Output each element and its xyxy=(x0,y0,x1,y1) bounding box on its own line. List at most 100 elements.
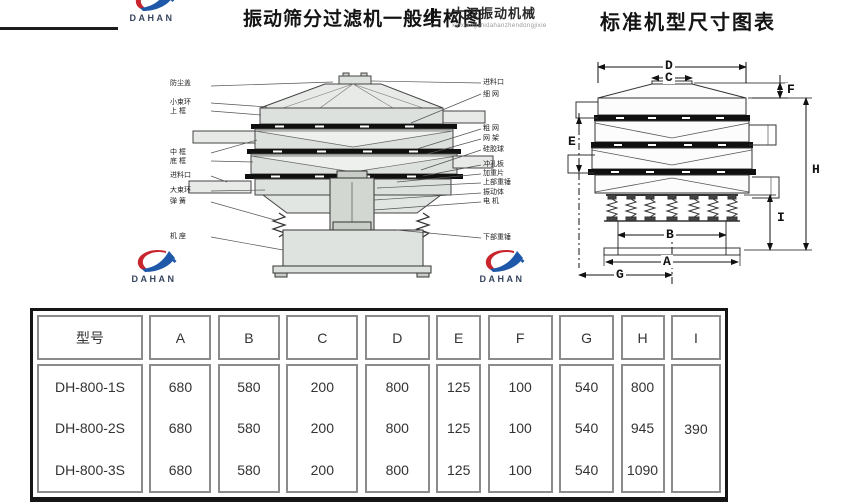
value-cell: 1090 xyxy=(626,462,659,479)
value-cell: 800 xyxy=(385,462,409,479)
dahan-logo-text: DAHAN xyxy=(479,274,525,284)
dahan-logo-bottom-left: DAHAN xyxy=(128,247,180,284)
value-cell: 580 xyxy=(237,378,261,395)
column-header-h: H xyxy=(620,315,665,360)
structure-diagram: 防尘盖 小束环 上 框 中 框 底 框 进料口 大束环 弹 簧 机 座 进料口 … xyxy=(165,70,545,298)
dim-label-a: A xyxy=(661,254,673,269)
dahan-logo-icon xyxy=(135,0,175,11)
dim-label-i: I xyxy=(775,210,787,225)
part-label-dust-cover: 防尘盖 xyxy=(170,80,191,87)
column-body-i: 390 xyxy=(670,364,721,493)
column-body-e: 125 125 125 xyxy=(436,364,482,493)
value-cell: 540 xyxy=(574,378,599,395)
value-cell: 100 xyxy=(508,420,532,437)
column-header-f: F xyxy=(487,315,553,360)
leader-lines-left xyxy=(210,81,334,251)
table-column-f: F 100 100 100 xyxy=(487,315,553,493)
table-column-c: C 200 200 200 xyxy=(286,315,359,493)
value-cell: 945 xyxy=(630,420,655,437)
part-label-bottom-frame: 底 框 xyxy=(170,158,186,165)
dahan-logo-text: DAHAN xyxy=(129,13,175,23)
part-label-lower-hammer: 下部重锤 xyxy=(483,234,511,241)
part-label-large-ring: 大束环 xyxy=(170,187,191,194)
table-column-b: B 580 580 580 xyxy=(217,315,280,493)
table-column-e: E 125 125 125 xyxy=(436,315,482,493)
dahan-logo-bottom-middle: DAHAN xyxy=(476,247,528,284)
column-header-model: 型号 xyxy=(37,315,143,360)
column-body-d: 800 800 800 xyxy=(364,364,430,493)
brand-name: 大汉振动机械 xyxy=(452,6,537,21)
value-cell: 580 xyxy=(237,462,261,479)
dimension-chart-title: 标准机型尺寸图表 xyxy=(600,12,776,34)
value-cell: 200 xyxy=(310,462,334,479)
leader-lines-right xyxy=(370,80,482,239)
model-cell: DH-800-3S xyxy=(54,462,126,479)
value-cell: 580 xyxy=(237,420,261,437)
dahan-logo-top: DAHAN xyxy=(126,0,178,23)
column-body-a: 680 680 680 xyxy=(149,364,212,493)
table-column-g: G 540 540 540 xyxy=(559,315,615,493)
part-label-motor: 电 机 xyxy=(483,198,499,205)
value-cell: 540 xyxy=(574,420,599,437)
dimension-diagram: D C F E H I B A G xyxy=(548,55,859,295)
dim-label-d: D xyxy=(663,58,675,73)
header-divider xyxy=(431,8,434,23)
part-label-upper-frame: 上 框 xyxy=(170,108,186,115)
part-label-weight-piece: 加重片 xyxy=(483,170,504,177)
dim-label-h: H xyxy=(810,162,822,177)
part-label-small-ring: 小束环 xyxy=(170,99,191,106)
column-header-c: C xyxy=(286,315,359,360)
value-cell: 800 xyxy=(385,420,409,437)
dahan-logo-text: DAHAN xyxy=(131,274,177,284)
model-cell: DH-800-1S xyxy=(54,378,126,395)
motor xyxy=(272,170,432,278)
table-column-d: D 800 800 800 xyxy=(364,315,430,493)
column-body-model: DH-800-1S DH-800-2S DH-800-3S xyxy=(37,364,143,493)
column-header-g: G xyxy=(559,315,615,360)
column-header-a: A xyxy=(149,315,212,360)
part-label-coarse-mesh: 粗 网 xyxy=(483,125,499,132)
part-label-feed-inlet: 进料口 xyxy=(483,79,504,86)
model-cell: DH-800-2S xyxy=(54,420,126,437)
table-column-a: A 680 680 680 xyxy=(149,315,212,493)
structure-diagram-title: 振动筛分过滤机一般结构图 xyxy=(243,9,484,30)
part-label-silicone-ball: 硅胶球 xyxy=(483,146,504,153)
value-cell: 200 xyxy=(310,378,334,395)
part-label-vibration-body: 振动体 xyxy=(483,189,504,196)
value-cell: 100 xyxy=(508,378,532,395)
value-cell: 200 xyxy=(310,420,334,437)
dim-label-b: B xyxy=(664,227,676,242)
value-cell: 540 xyxy=(574,462,599,479)
value-cell: 680 xyxy=(168,462,193,479)
value-cell: 680 xyxy=(168,378,193,395)
value-cell: 800 xyxy=(385,378,409,395)
top-edge-line xyxy=(0,27,118,30)
value-cell: 100 xyxy=(508,462,532,479)
part-label-fine-mesh: 细 网 xyxy=(483,91,499,98)
dahan-logo-icon xyxy=(485,249,525,272)
part-label-punched-plate: 冲孔板 xyxy=(483,161,504,168)
part-label-feed-inlet-left: 进料口 xyxy=(170,172,191,179)
column-body-c: 200 200 200 xyxy=(286,364,359,493)
spec-table: 型号 DH-800-1S DH-800-2S DH-800-3S A 680 6… xyxy=(30,308,728,502)
value-cell: 800 xyxy=(630,378,655,395)
value-cell: 680 xyxy=(168,420,193,437)
brand-pinyin: xinxiangshidahanzhendongjixie xyxy=(452,23,547,29)
part-label-spring: 弹 簧 xyxy=(170,198,186,205)
column-body-f: 100 100 100 xyxy=(487,364,553,493)
dim-label-f: F xyxy=(785,82,797,97)
part-label-mesh-frame: 网 架 xyxy=(483,135,499,142)
column-header-i: I xyxy=(670,315,721,360)
part-label-base: 机 座 xyxy=(170,233,186,240)
springs xyxy=(604,194,740,222)
part-label-middle-frame: 中 框 xyxy=(170,149,186,156)
value-cell: 125 xyxy=(447,420,471,437)
structure-diagram-drawing xyxy=(188,72,494,278)
table-column-model: 型号 DH-800-1S DH-800-2S DH-800-3S xyxy=(37,315,143,493)
dim-label-e: E xyxy=(566,134,578,149)
value-cell-merged: 390 xyxy=(684,420,708,437)
value-cell: 125 xyxy=(447,378,471,395)
table-column-i: I 390 xyxy=(670,315,721,493)
dim-label-g: G xyxy=(614,267,626,282)
